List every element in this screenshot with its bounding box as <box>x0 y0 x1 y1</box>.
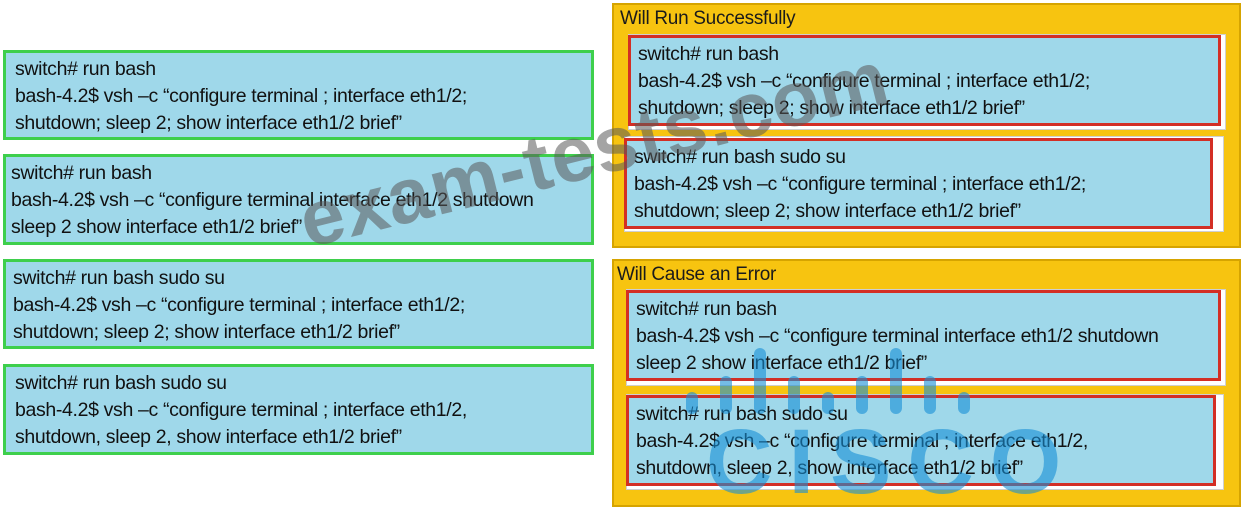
snippet-line: shutdown; sleep 2; show interface eth1/2… <box>638 97 1025 119</box>
snippet-line: bash-4.2$ vsh –c “configure terminal ; i… <box>634 173 1086 195</box>
source-snippet-1[interactable]: switch# run bash bash-4.2$ vsh –c “confi… <box>3 50 594 140</box>
snippet-line: switch# run bash sudo su <box>636 403 848 425</box>
snippet-line: bash-4.2$ vsh –c “configure terminal int… <box>636 325 1159 347</box>
snippet-line: bash-4.2$ vsh –c “configure terminal ; i… <box>13 294 465 316</box>
snippet-line: bash-4.2$ vsh –c “configure terminal ; i… <box>638 70 1090 92</box>
source-snippet-2[interactable]: switch# run bash bash-4.2$ vsh –c “confi… <box>3 154 594 245</box>
snippet-line: switch# run bash <box>636 298 777 320</box>
answer-snippet-success-1[interactable]: switch# run bash bash-4.2$ vsh –c “confi… <box>628 35 1221 126</box>
snippet-line: shutdown; sleep 2; show interface eth1/2… <box>15 112 402 134</box>
snippet-line: switch# run bash sudo su <box>15 372 227 394</box>
snippet-line: bash-4.2$ vsh –c “configure terminal int… <box>11 189 534 211</box>
snippet-line: bash-4.2$ vsh –c “configure terminal ; i… <box>15 85 467 107</box>
zone-title: Will Cause an Error <box>617 264 777 285</box>
snippet-line: switch# run bash <box>15 58 156 80</box>
answer-snippet-error-2[interactable]: switch# run bash sudo su bash-4.2$ vsh –… <box>626 395 1216 486</box>
snippet-line: shutdown, sleep 2, show interface eth1/2… <box>15 426 402 448</box>
snippet-line: bash-4.2$ vsh –c “configure terminal ; i… <box>15 399 467 421</box>
snippet-line: switch# run bash sudo su <box>13 267 225 289</box>
snippet-line: sleep 2 show interface eth1/2 brief” <box>636 352 927 374</box>
answer-snippet-error-1[interactable]: switch# run bash bash-4.2$ vsh –c “confi… <box>626 290 1221 381</box>
snippet-line: switch# run bash <box>638 43 779 65</box>
snippet-line: shutdown; sleep 2; show interface eth1/2… <box>13 321 400 343</box>
zone-title: Will Run Successfully <box>620 8 796 29</box>
snippet-line: switch# run bash <box>11 162 152 184</box>
source-snippet-3[interactable]: switch# run bash sudo su bash-4.2$ vsh –… <box>3 259 594 349</box>
source-snippet-4[interactable]: switch# run bash sudo su bash-4.2$ vsh –… <box>3 364 594 455</box>
answer-snippet-success-2[interactable]: switch# run bash sudo su bash-4.2$ vsh –… <box>624 138 1213 229</box>
snippet-line: shutdown; sleep 2; show interface eth1/2… <box>634 200 1021 222</box>
snippet-line: shutdown, sleep 2, show interface eth1/2… <box>636 457 1023 479</box>
snippet-line: sleep 2 show interface eth1/2 brief” <box>11 216 302 238</box>
snippet-line: bash-4.2$ vsh –c “configure terminal ; i… <box>636 430 1088 452</box>
snippet-line: switch# run bash sudo su <box>634 146 846 168</box>
